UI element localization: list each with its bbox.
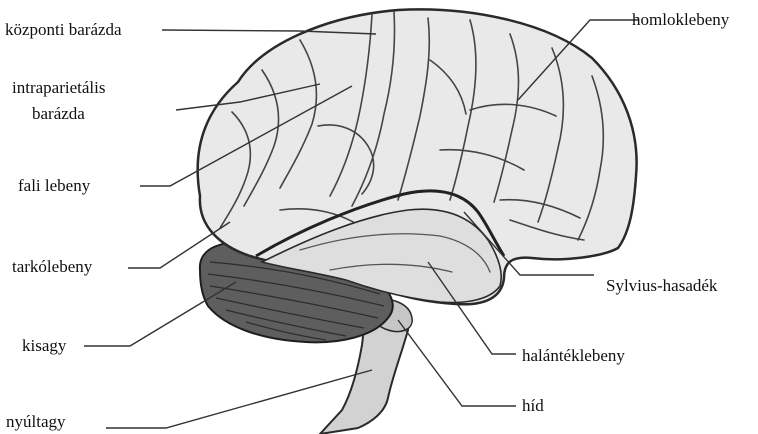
label-nyultagy: nyúltagy — [6, 412, 66, 432]
label-intraparietalis-line2: barázda — [32, 104, 85, 124]
label-homloklebeny: homloklebeny — [632, 10, 729, 30]
label-sylvius-hasadek: Sylvius-hasadék — [606, 276, 717, 296]
leader-nyultagy — [106, 370, 372, 428]
leader-hid — [398, 320, 516, 406]
label-kisagy: kisagy — [22, 336, 66, 356]
label-tarkolebeny: tarkólebeny — [12, 257, 92, 277]
label-fali-lebeny: fali lebeny — [18, 176, 90, 196]
label-hid: híd — [522, 396, 544, 416]
label-halanteklebeny: halántéklebeny — [522, 346, 625, 366]
label-kozponti-barazda: központi barázda — [5, 20, 122, 40]
label-intraparietalis-line1: intraparietális — [12, 78, 105, 98]
